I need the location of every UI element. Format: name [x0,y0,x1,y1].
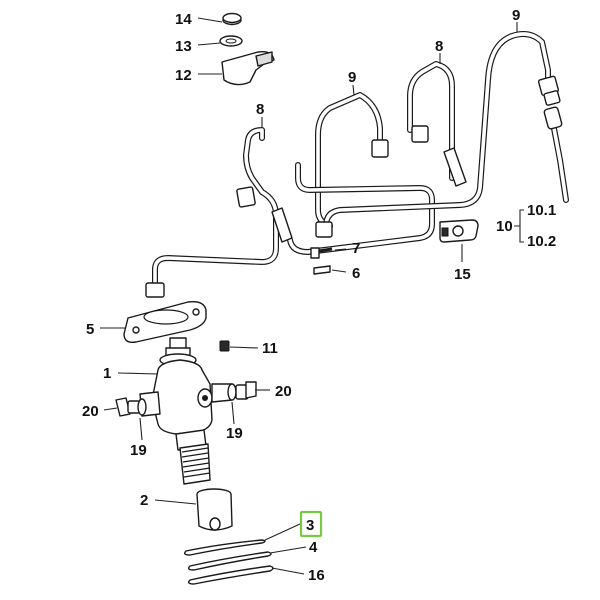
part-11-plug[interactable] [219,340,230,352]
callout-3-highlight [299,510,323,538]
callout-9-left: 9 [348,69,356,86]
pipe-8-right[interactable] [287,61,455,255]
part-20-right-bolt[interactable] [235,381,257,400]
callout-7: 7 [352,240,360,257]
part-12-bracket[interactable] [221,50,275,86]
part-20-left-bolt[interactable] [115,397,141,417]
callout-4: 4 [309,539,318,556]
callout-3[interactable]: 3 [306,517,314,534]
callout-6: 6 [352,265,360,282]
callout-16: 16 [308,567,325,584]
callout-13: 13 [175,38,192,55]
callout-20-right: 20 [275,383,292,400]
part-4-shim[interactable] [187,551,272,571]
part-5-flange[interactable] [123,300,207,344]
part-1-injection-pump[interactable] [139,337,233,485]
pipe-right-edge[interactable] [549,115,569,203]
leader-lines [100,17,524,575]
callout-10-2: 10.2 [527,233,556,250]
callout-9-right: 9 [512,7,520,24]
part-16-shim[interactable] [187,565,274,585]
callout-14: 14 [175,11,192,28]
callout-8-left: 8 [256,101,264,118]
part-19-right-washer[interactable] [227,383,237,401]
pipe-9-left[interactable] [315,92,383,229]
callout-2: 2 [140,492,148,509]
callout-8-right: 8 [435,38,443,55]
pump-spring [179,443,211,485]
part-15-clamp-block[interactable] [439,219,479,243]
part-14-ring[interactable] [222,12,242,26]
callout-1: 1 [103,365,111,382]
part-19-left-washer[interactable] [137,398,147,416]
callout-10: 10 [496,218,513,235]
callout-12: 12 [175,67,192,84]
callout-5: 5 [86,321,94,338]
part-3-shim[interactable] [183,539,266,556]
callout-10-1: 10.1 [527,202,556,219]
part-2-tappet[interactable] [196,488,233,531]
part-13-washer[interactable] [219,35,243,47]
callout-19-right: 19 [226,425,243,442]
pipe-nuts [145,75,563,298]
callout-19-left: 19 [130,442,147,459]
callout-11: 11 [262,340,278,357]
callout-20-left: 20 [82,403,99,420]
pipe-clamps [271,147,467,243]
part-7-screw[interactable] [310,247,333,259]
pipe-9-right[interactable] [323,31,551,229]
pipe-8-left[interactable] [152,127,279,288]
part-6-screw[interactable] [313,265,331,275]
callout-15: 15 [454,266,471,283]
